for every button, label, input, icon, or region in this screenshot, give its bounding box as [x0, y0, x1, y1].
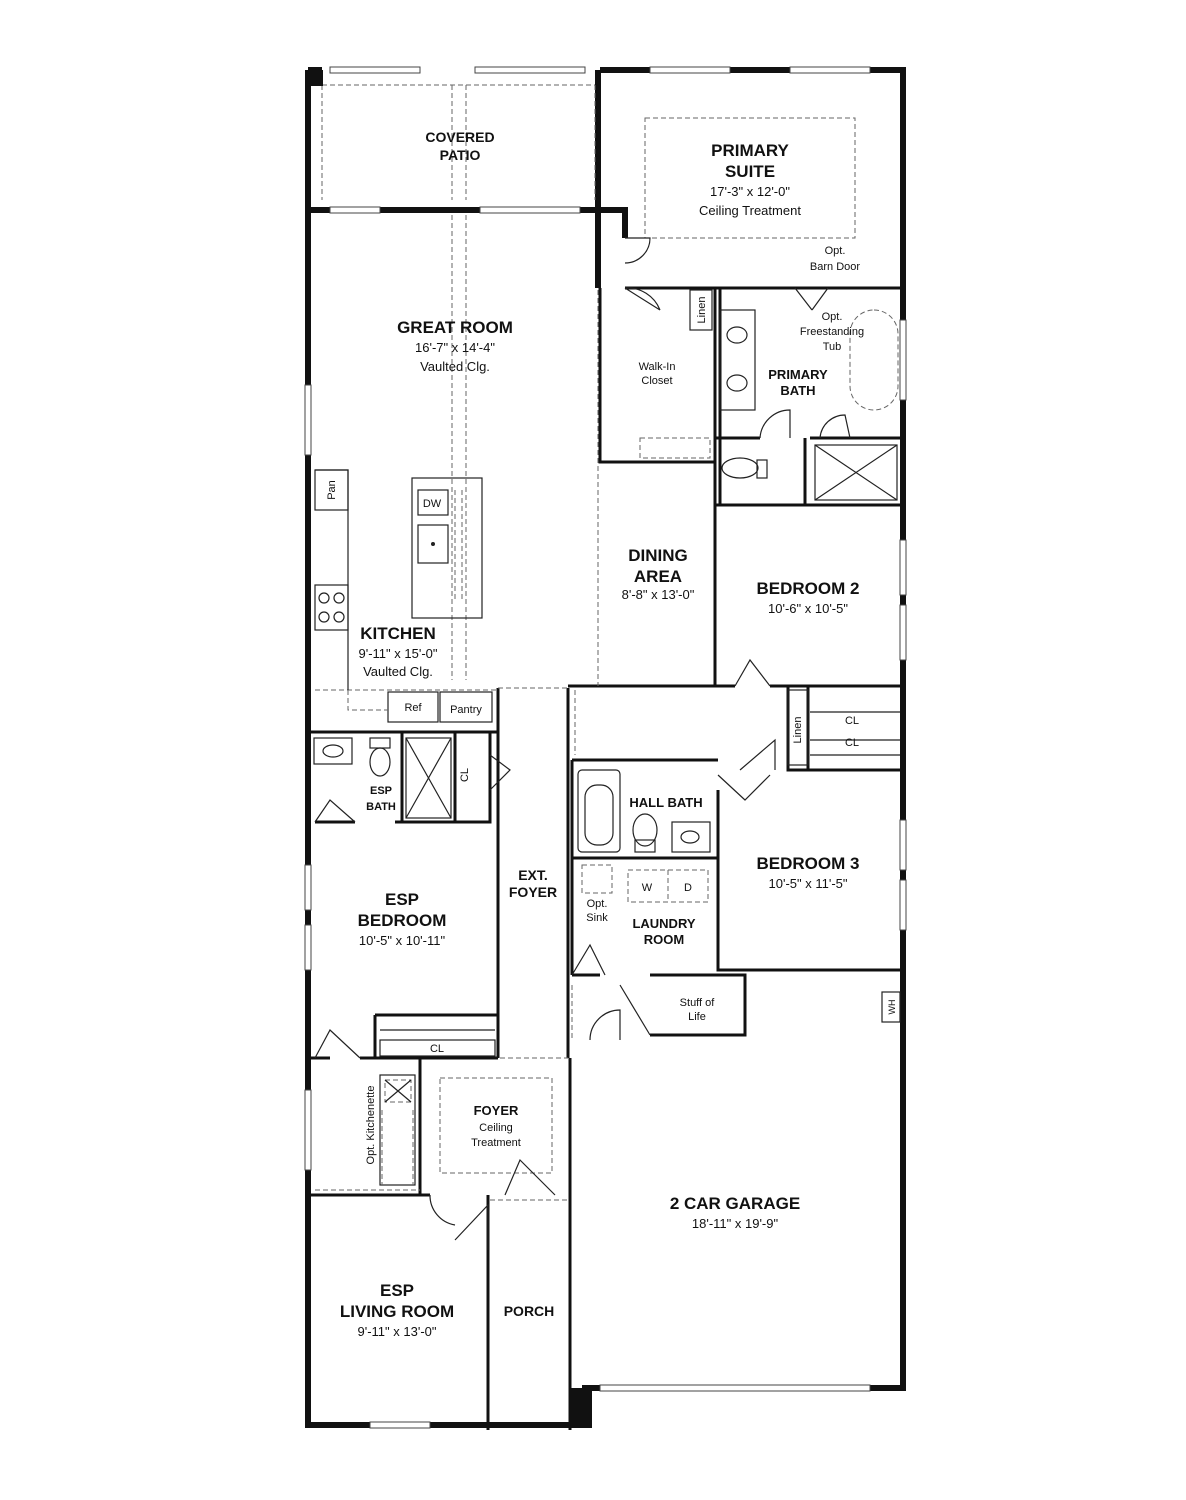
fixtures	[305, 70, 901, 1428]
ref-label: Ref	[404, 702, 422, 714]
svg-text:9'-11" x 13'-0": 9'-11" x 13'-0"	[358, 1324, 437, 1339]
stuff-of-life-label: Stuff of Life	[680, 997, 716, 1023]
svg-text:LAUNDRY: LAUNDRY	[632, 916, 695, 931]
svg-text:Sink: Sink	[586, 912, 608, 924]
svg-text:PRIMARY: PRIMARY	[768, 367, 828, 382]
esp-bath-label: ESP BATH	[366, 785, 396, 813]
opt-sink-label: Opt. Sink	[586, 898, 608, 924]
opt-barn-door-label: Opt. Barn Door	[810, 245, 860, 273]
great-room-label: GREAT ROOM 16'-7" x 14'-4" Vaulted Clg.	[397, 318, 513, 374]
svg-text:PRIMARY: PRIMARY	[711, 141, 789, 160]
svg-text:Treatment: Treatment	[471, 1137, 521, 1149]
svg-text:Closet: Closet	[641, 375, 672, 387]
svg-text:Vaulted Clg.: Vaulted Clg.	[363, 664, 433, 679]
svg-text:ESP: ESP	[370, 785, 392, 797]
svg-text:ESP: ESP	[385, 890, 419, 909]
kitchen-label: KITCHEN 9'-11" x 15'-0" Vaulted Clg.	[359, 624, 438, 679]
svg-text:FOYER: FOYER	[474, 1103, 519, 1118]
doors	[314, 237, 851, 1250]
walls	[305, 67, 906, 1430]
svg-text:Walk-In: Walk-In	[639, 361, 676, 373]
svg-text:BEDROOM 2: BEDROOM 2	[757, 579, 860, 598]
svg-text:BEDROOM 3: BEDROOM 3	[757, 854, 860, 873]
walk-in-closet-label: Walk-In Closet	[639, 361, 676, 387]
svg-text:BEDROOM: BEDROOM	[358, 911, 447, 930]
primary-suite-label: PRIMARY SUITE 17'-3" x 12'-0" Ceiling Tr…	[699, 141, 801, 218]
hall-bath-label: HALL BATH	[629, 795, 702, 810]
washer-label: W	[642, 882, 653, 894]
porch-label: PORCH	[504, 1303, 555, 1319]
covered-patio-label: COVERED PATIO	[425, 129, 494, 163]
svg-text:Tub: Tub	[823, 341, 842, 353]
svg-text:2 CAR GARAGE: 2 CAR GARAGE	[670, 1194, 800, 1213]
svg-text:DINING: DINING	[628, 546, 688, 565]
ext-foyer-label: EXT. FOYER	[509, 867, 557, 900]
svg-text:PATIO: PATIO	[440, 147, 481, 163]
water-heater-label: WH	[887, 1000, 897, 1015]
esp-bath-closet-label: CL	[459, 768, 471, 782]
opt-tub-label: Opt. Freestanding Tub	[800, 311, 864, 353]
svg-text:GREAT ROOM: GREAT ROOM	[397, 318, 513, 337]
garage-label: 2 CAR GARAGE 18'-11" x 19'-9"	[670, 1194, 800, 1231]
laundry-room-label: LAUNDRY ROOM	[632, 916, 695, 947]
svg-text:Opt.: Opt.	[587, 898, 608, 910]
svg-text:16'-7" x 14'-4": 16'-7" x 14'-4"	[415, 340, 495, 355]
svg-text:BATH: BATH	[780, 383, 815, 398]
foyer-label: FOYER Ceiling Treatment	[471, 1103, 521, 1149]
windows	[304, 66, 907, 1429]
svg-text:COVERED: COVERED	[425, 129, 494, 145]
svg-text:18'-11" x 19'-9": 18'-11" x 19'-9"	[692, 1216, 779, 1231]
svg-text:Opt.: Opt.	[822, 311, 843, 323]
svg-text:Freestanding: Freestanding	[800, 326, 864, 338]
esp-living-room-label: ESP LIVING ROOM 9'-11" x 13'-0"	[340, 1281, 454, 1339]
svg-text:10'-5" x 10'-11": 10'-5" x 10'-11"	[359, 933, 446, 948]
svg-text:ROOM: ROOM	[644, 932, 684, 947]
bedroom-2-label: BEDROOM 2 10'-6" x 10'-5"	[757, 579, 860, 616]
pantry-label: Pantry	[450, 704, 482, 716]
svg-text:10'-5" x 11'-5": 10'-5" x 11'-5"	[769, 876, 848, 891]
svg-text:AREA: AREA	[634, 567, 682, 586]
dishwasher-label: DW	[423, 498, 442, 510]
svg-text:Ceiling Treatment: Ceiling Treatment	[699, 203, 801, 218]
linen-hall-label: Linen	[792, 717, 804, 744]
primary-bath-label: PRIMARY BATH	[768, 367, 828, 398]
dining-area-label: DINING AREA 8'-8" x 13'-0"	[622, 546, 695, 602]
svg-text:Vaulted Clg.: Vaulted Clg.	[420, 359, 490, 374]
esp-bedroom-label: ESP BEDROOM 10'-5" x 10'-11"	[358, 890, 447, 948]
svg-text:Stuff of: Stuff of	[680, 997, 716, 1009]
closet-label-1: CL	[845, 715, 859, 727]
svg-text:KITCHEN: KITCHEN	[360, 624, 436, 643]
svg-text:Barn Door: Barn Door	[810, 261, 860, 273]
svg-text:LIVING ROOM: LIVING ROOM	[340, 1302, 454, 1321]
svg-text:10'-6" x 10'-5": 10'-6" x 10'-5"	[768, 601, 848, 616]
opt-kitchenette-label: Opt. Kitchenette	[365, 1086, 377, 1165]
dryer-label: D	[684, 882, 692, 894]
svg-text:BATH: BATH	[366, 801, 396, 813]
svg-text:8'-8" x 13'-0": 8'-8" x 13'-0"	[622, 587, 695, 602]
linen-primary-label: Linen	[696, 297, 708, 324]
esp-bedroom-closet-label: CL	[430, 1043, 444, 1055]
svg-text:SUITE: SUITE	[725, 162, 775, 181]
dashed-features	[315, 84, 856, 1201]
svg-text:17'-3" x 12'-0": 17'-3" x 12'-0"	[710, 184, 790, 199]
svg-text:Life: Life	[688, 1011, 706, 1023]
labels: COVERED PATIO PRIMARY SUITE 17'-3" x 12'…	[326, 129, 897, 1339]
bedroom-3-label: BEDROOM 3 10'-5" x 11'-5"	[757, 854, 860, 891]
svg-text:9'-11" x 15'-0": 9'-11" x 15'-0"	[359, 646, 438, 661]
svg-text:Ceiling: Ceiling	[479, 1122, 513, 1134]
svg-text:Opt.: Opt.	[825, 245, 846, 257]
closet-label-2: CL	[845, 737, 859, 749]
svg-text:ESP: ESP	[380, 1281, 414, 1300]
svg-text:FOYER: FOYER	[509, 884, 557, 900]
pan-label: Pan	[326, 480, 338, 500]
svg-text:EXT.: EXT.	[518, 867, 548, 883]
